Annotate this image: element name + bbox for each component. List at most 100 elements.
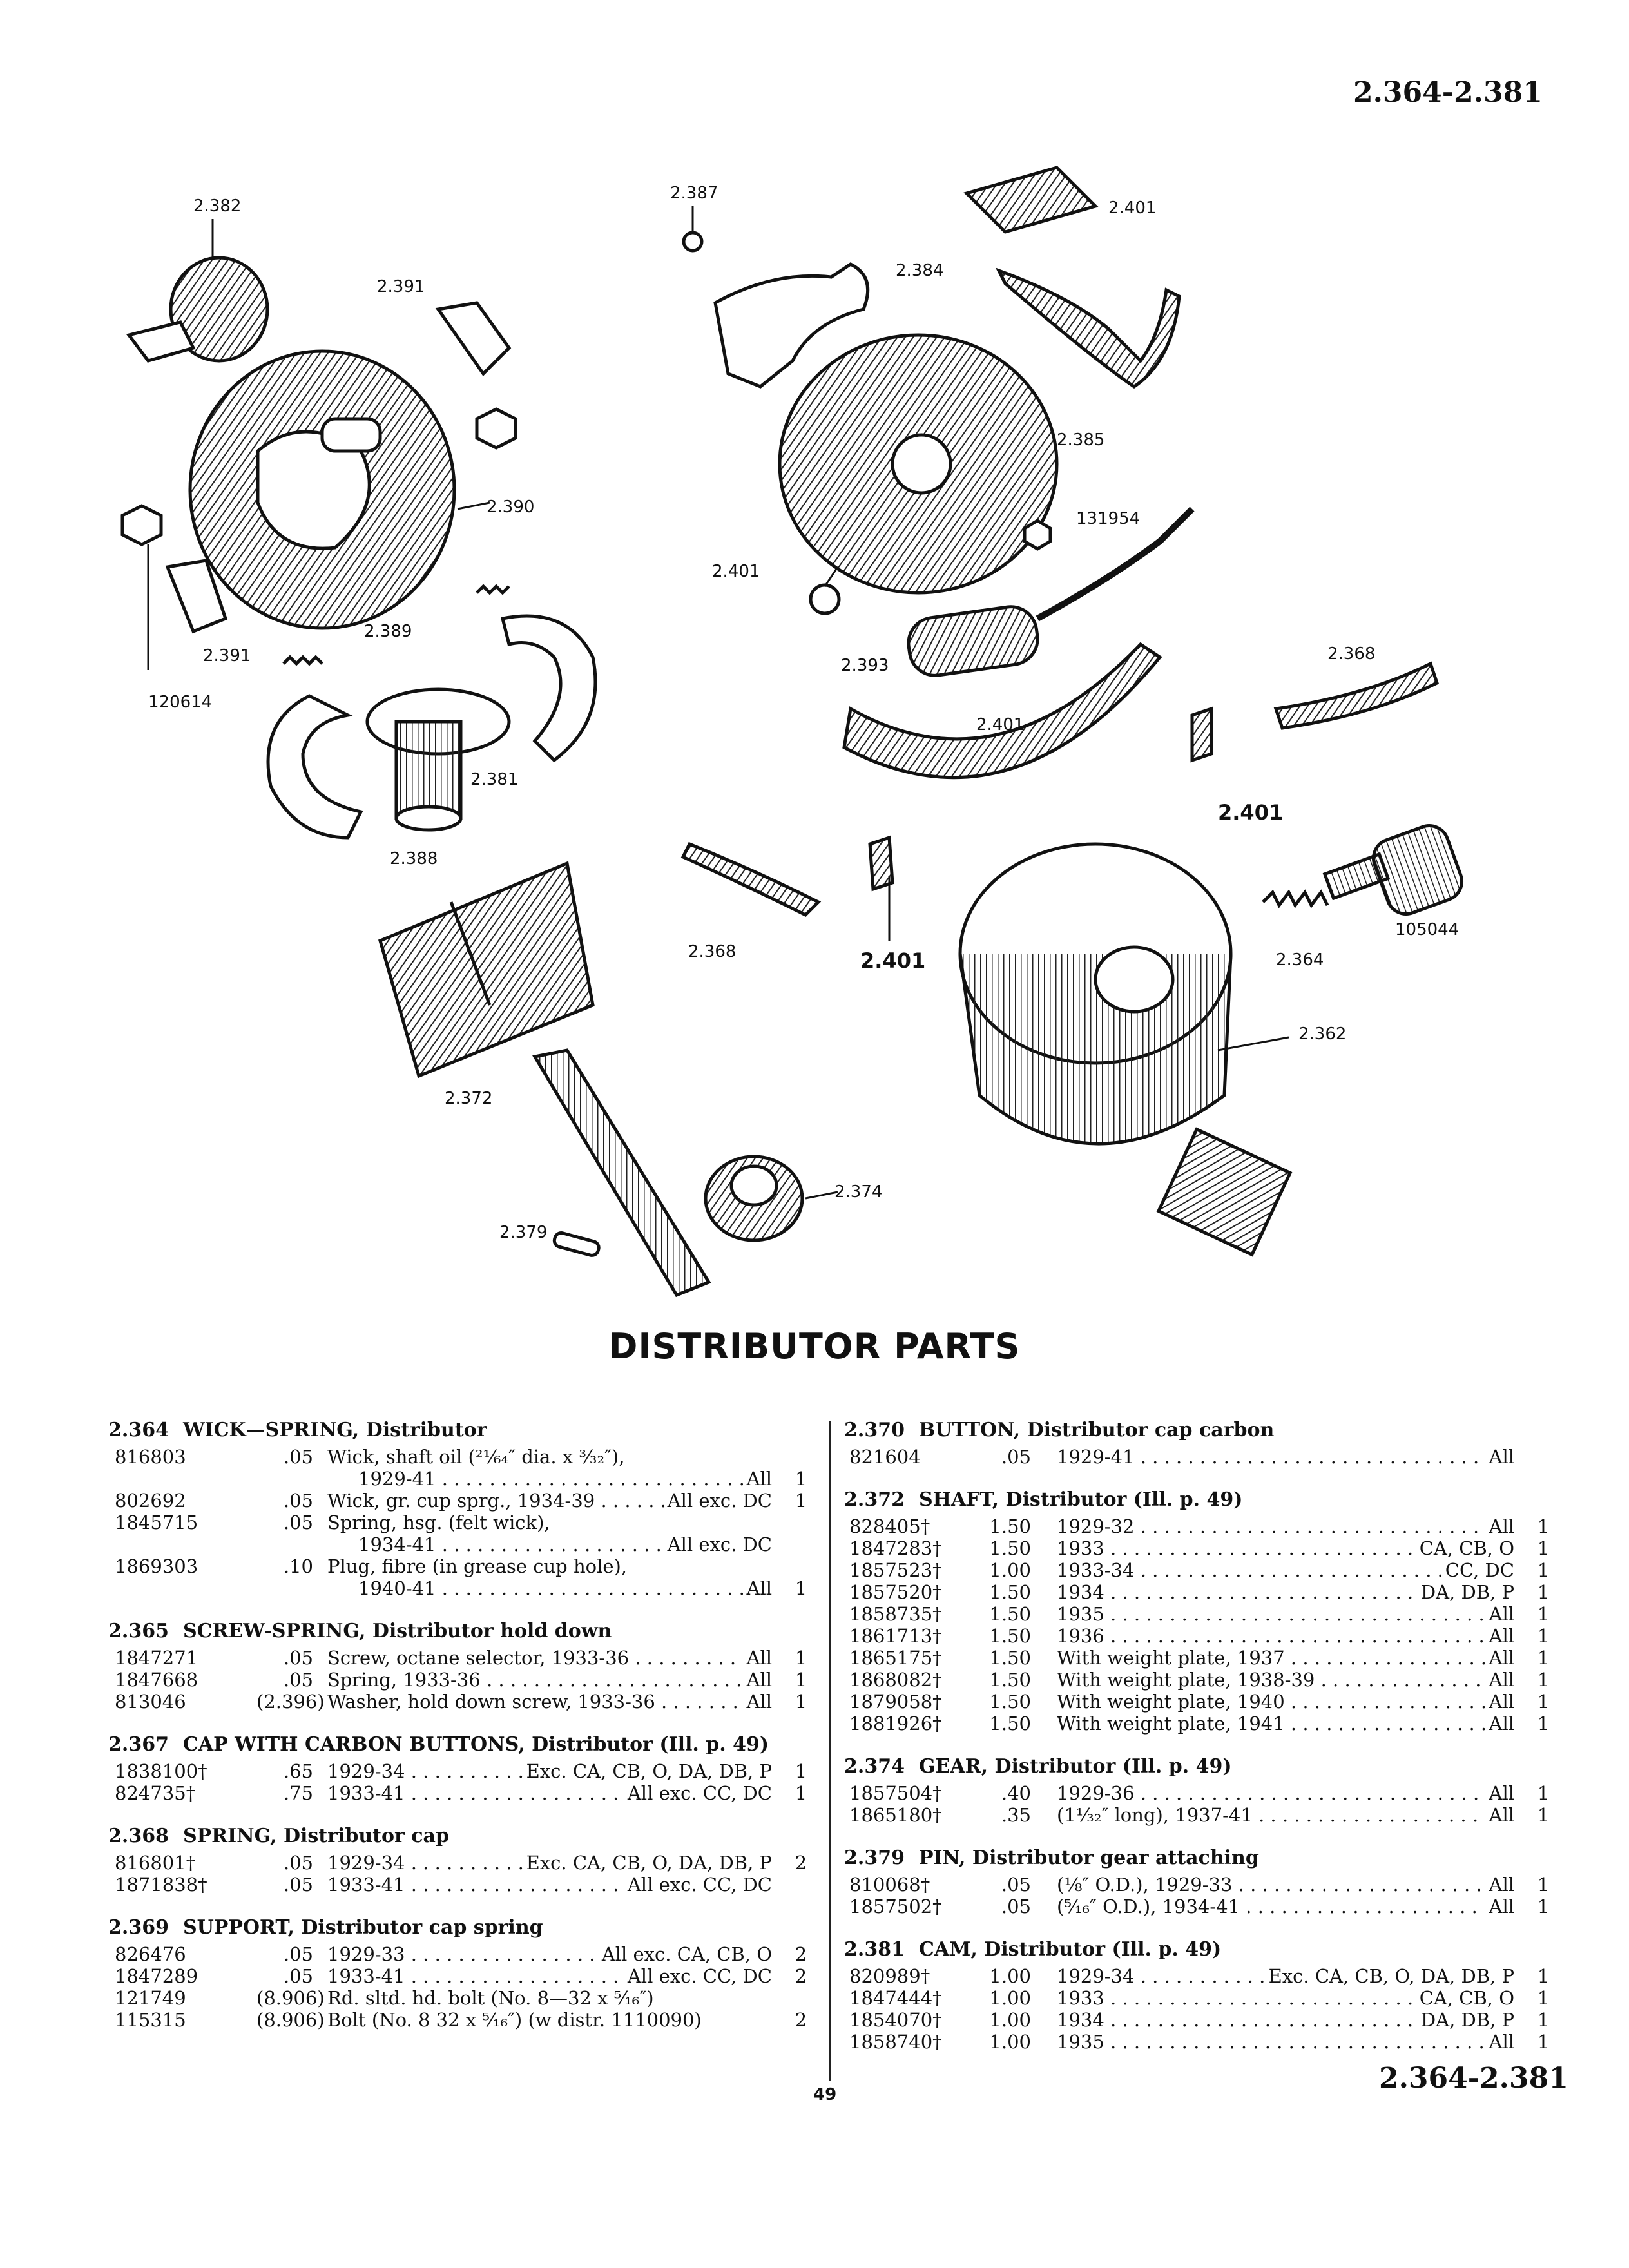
post-2.401 bbox=[809, 583, 841, 615]
part-number: 1857520† bbox=[849, 1581, 942, 1603]
part-row: 813046(2.396)Washer, hold down screw, 19… bbox=[108, 1691, 811, 1713]
part-number: 1865175† bbox=[849, 1647, 942, 1669]
part-quantity: 1 bbox=[795, 1468, 807, 1490]
part-applies-to: Exc. CA, CB, O, DA, DB, P bbox=[522, 1760, 772, 1782]
part-applies-to: All bbox=[742, 1647, 772, 1669]
section-title: PIN, Distributor gear attaching bbox=[918, 1847, 1259, 1869]
part-number: 813046 bbox=[115, 1691, 186, 1713]
clip-2.401-small bbox=[868, 835, 894, 892]
part-number: 1865180† bbox=[849, 1804, 942, 1826]
section-title: WICK—SPRING, Distributor bbox=[182, 1419, 487, 1441]
part-number: 1857504† bbox=[849, 1782, 942, 1804]
screw-2.387 bbox=[682, 231, 704, 253]
wick-spring-2.364 bbox=[1262, 889, 1329, 908]
diagram-label: 2.385 bbox=[1057, 430, 1105, 450]
part-price: .40 bbox=[1001, 1782, 1031, 1804]
section-title: SUPPORT, Distributor cap spring bbox=[182, 1916, 543, 1939]
part-description: With weight plate, 1940 . . . . . . . . … bbox=[1057, 1691, 1514, 1713]
diagram-label: 2.374 bbox=[834, 1182, 883, 1202]
section-title: SHAFT, Distributor (Ill. p. 49) bbox=[918, 1488, 1243, 1511]
nut-120614 bbox=[120, 504, 163, 546]
part-number: 115315 bbox=[115, 2009, 186, 2031]
part-price: .05 bbox=[283, 1490, 313, 1512]
diagram-label: 2.391 bbox=[377, 277, 425, 296]
gear-2.374 bbox=[704, 1155, 804, 1242]
part-quantity: 1 bbox=[1537, 1603, 1550, 1625]
part-quantity: 1 bbox=[1537, 1874, 1550, 1896]
part-quantity: 1 bbox=[1537, 1804, 1550, 1826]
part-number: 1869303 bbox=[115, 1555, 198, 1577]
diagram-label: 2.372 bbox=[445, 1089, 493, 1108]
part-applies-to: All exc. CA, CB, O bbox=[597, 1943, 772, 1965]
range-bottom: 2.364-2.381 bbox=[1379, 2062, 1568, 2095]
part-price: .05 bbox=[283, 1943, 313, 1965]
bracket-2.384 bbox=[713, 262, 870, 389]
part-applies-to: All bbox=[1485, 1647, 1514, 1669]
section-number: 2.374 bbox=[844, 1755, 905, 1778]
part-quantity: 1 bbox=[1537, 1559, 1550, 1581]
part-row: 810068†.05(⅛″ O.D.), 1929-33 . . . . . .… bbox=[844, 1874, 1553, 1896]
grease-cup-105044 bbox=[1322, 824, 1463, 916]
part-price: .05 bbox=[283, 1647, 313, 1669]
section-title: GEAR, Distributor (Ill. p. 49) bbox=[918, 1755, 1232, 1778]
rotor-2.382 bbox=[126, 256, 269, 363]
part-applies-to: All bbox=[1485, 1804, 1514, 1826]
part-quantity: 1 bbox=[1537, 1581, 1550, 1603]
diagram-label: 2.401 bbox=[860, 948, 926, 973]
part-applies-to: All bbox=[1485, 2031, 1514, 2053]
part-applies-to: Exc. CA, CB, O, DA, DB, P bbox=[522, 1852, 772, 1874]
section-title: BUTTON, Distributor cap carbon bbox=[918, 1419, 1275, 1441]
diagram-label: 2.389 bbox=[364, 622, 412, 641]
diagram-label: 2.391 bbox=[203, 646, 251, 666]
part-number: 1845715 bbox=[115, 1512, 198, 1533]
part-description: 1935 . . . . . . . . . . . . . . . . . .… bbox=[1057, 1603, 1514, 1625]
part-number: 1881926† bbox=[849, 1713, 942, 1735]
part-price: 1.50 bbox=[989, 1581, 1031, 1603]
part-quantity: 1 bbox=[1537, 1647, 1550, 1669]
part-description: Screw, octane selector, 1933-36 . . . . … bbox=[327, 1647, 772, 1669]
diagram-label: 2.379 bbox=[499, 1223, 548, 1242]
part-applies-to: All bbox=[1485, 1691, 1514, 1713]
part-price: .05 bbox=[283, 1669, 313, 1691]
weight-2.388-right bbox=[500, 614, 597, 763]
section-number: 2.367 bbox=[108, 1733, 169, 1756]
diagram-label: 2.401 bbox=[1218, 800, 1284, 825]
section-number: 2.364 bbox=[108, 1419, 169, 1441]
part-description: Bolt (No. 8 32 x ⁵⁄₁₆″) (w distr. 111009… bbox=[327, 2009, 702, 2031]
diagram-label: 2.401 bbox=[712, 562, 760, 581]
part-quantity: 1 bbox=[1537, 1691, 1550, 1713]
part-price: (2.396) bbox=[256, 1691, 325, 1713]
part-description: Wick, shaft oil (²¹⁄₆₄″ dia. x ³⁄₃₂″), bbox=[327, 1446, 625, 1468]
part-price: 1.00 bbox=[989, 2009, 1031, 2031]
part-quantity: 1 bbox=[795, 1669, 807, 1691]
part-price: 1.50 bbox=[989, 1713, 1031, 1735]
part-number: 1861713† bbox=[849, 1625, 942, 1647]
section-number: 2.372 bbox=[844, 1488, 905, 1511]
part-price: 1.00 bbox=[989, 1987, 1031, 2009]
part-description: Plug, fibre (in grease cup hole), bbox=[327, 1555, 628, 1577]
section-number: 2.368 bbox=[108, 1825, 169, 1847]
diagram-label: 120614 bbox=[148, 693, 213, 712]
part-number: 1838100† bbox=[115, 1760, 207, 1782]
part-quantity: 2 bbox=[795, 1943, 807, 1965]
part-applies-to: All bbox=[742, 1669, 772, 1691]
part-number: 1854070† bbox=[849, 2009, 942, 2031]
section-title: SCREW-SPRING, Distributor hold down bbox=[182, 1620, 612, 1642]
part-price: .65 bbox=[283, 1760, 313, 1782]
part-number: 1857502† bbox=[849, 1896, 942, 1917]
